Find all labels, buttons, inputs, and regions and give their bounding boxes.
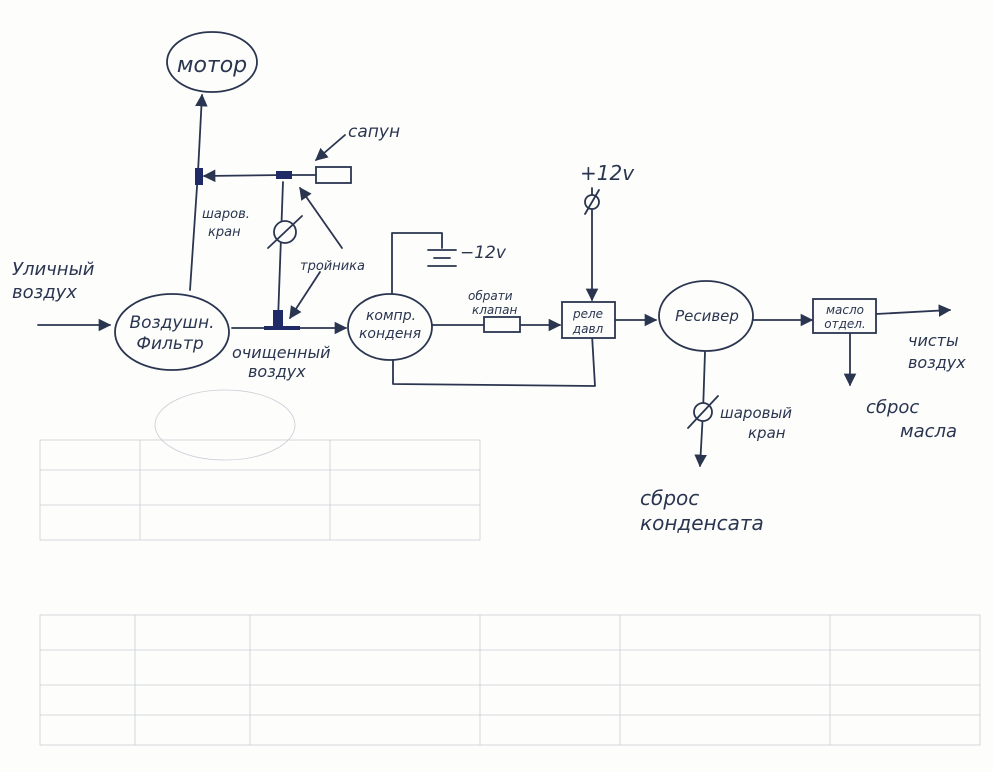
tee-label: тройника [300, 259, 365, 274]
tee-fittings [195, 168, 300, 330]
outside-air-label-line2: воздух [12, 282, 77, 303]
oil-separator-label-line1: масло [826, 303, 864, 317]
breather-label: сапун [348, 122, 400, 142]
battery-symbol [427, 249, 457, 267]
motor-label: мотор [177, 53, 247, 78]
condensate-drain-label-line2: конденсата [640, 511, 764, 535]
tee-fitting-motor [195, 168, 203, 185]
plus-12v-label: +12v [580, 161, 635, 185]
ball-valve-top-label-line1: шаров. [202, 207, 250, 222]
ball-valve-bottom-label-line2: кран [748, 424, 786, 442]
pressure-relay-node: реле давл [561, 301, 616, 339]
pipes [37, 93, 952, 468]
air-filter-node: Воздушн. Фильтр [114, 293, 230, 371]
compressor-label-line1: компр. [366, 308, 416, 324]
air-filter-label-line2: Фильтр [136, 334, 203, 354]
minus-12v-label: −12v [460, 243, 507, 263]
outside-air-label-line1: Уличный [12, 259, 95, 280]
compressor-node: компр. конденя [347, 293, 433, 361]
check-valve-label-line1: обрати [468, 289, 513, 303]
plus-12v-terminal-symbol [584, 189, 600, 215]
paper-bleedthrough [39, 389, 981, 746]
oil-drain-label-line2: масла [900, 421, 957, 442]
clean-air-label-line2: воздух [908, 353, 966, 372]
ball-valve-top-symbol [267, 215, 303, 249]
check-valve-label-line2: клапан [472, 303, 517, 317]
clean-air-label-line1: чисты [908, 331, 959, 350]
air-filter-label-line1: Воздушн. [130, 313, 215, 333]
tee-fitting-top [276, 171, 292, 179]
annotations: сапун шаров. кран тройника −12v +12v Ули… [12, 122, 966, 535]
cleaned-air-label-line1: очищенный [232, 343, 331, 362]
breather-symbol [315, 166, 352, 184]
oil-drain-label-line1: сброс [866, 397, 919, 418]
condensate-drain-label-line1: сброс [640, 486, 699, 510]
motor-node: мотор [166, 31, 258, 93]
ball-valve-top-label-line2: кран [208, 225, 241, 240]
oil-separator-node: масло отдел. [812, 298, 877, 334]
relay-label-line2: давл [572, 322, 604, 336]
check-valve-symbol [483, 316, 521, 333]
tee-fitting-bottom [273, 310, 283, 330]
cleaned-air-label-line2: воздух [248, 362, 306, 381]
receiver-label: Ресивер [675, 307, 739, 325]
oil-separator-label-line2: отдел. [824, 317, 866, 331]
ball-valve-bottom-symbol [687, 395, 719, 429]
relay-label-line1: реле [572, 307, 603, 321]
compressor-label-line2: конденя [359, 326, 421, 342]
receiver-node: Ресивер [658, 280, 754, 352]
ball-valve-bottom-label-line1: шаровый [720, 404, 792, 422]
